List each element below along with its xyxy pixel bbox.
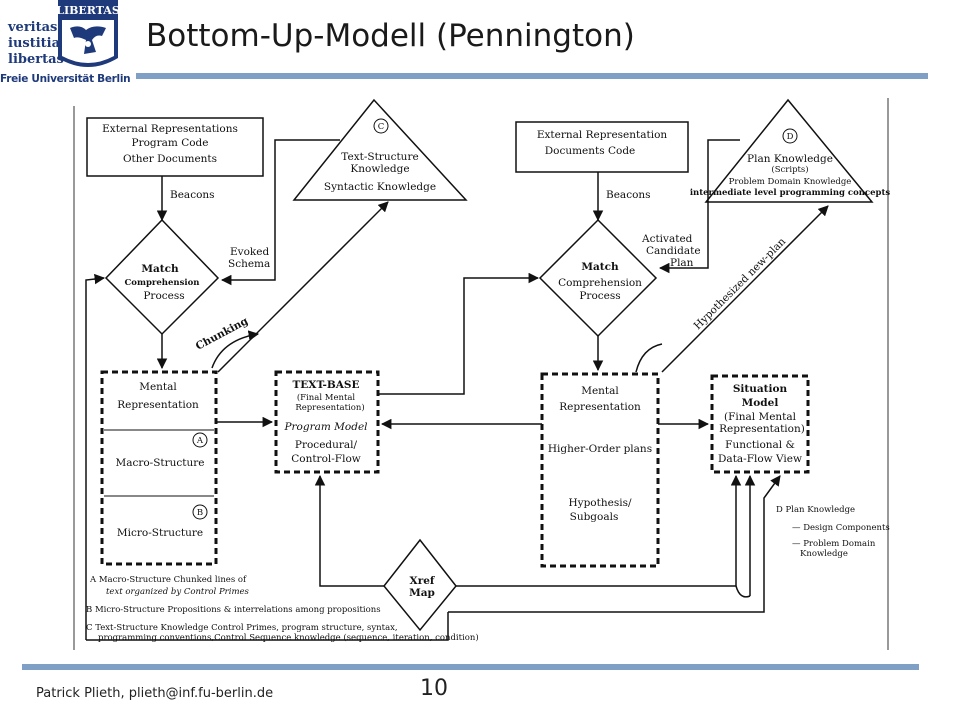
left-ext-rep-line: External Representations xyxy=(102,123,238,135)
legend-bottom-line: A Macro-Structure Chunked lines of xyxy=(89,575,247,585)
textbase-line: TEXT-BASE xyxy=(292,379,359,391)
xref-line: Map xyxy=(409,587,435,599)
logo-word: iustitia xyxy=(8,36,61,51)
page-number: 10 xyxy=(420,676,448,701)
situation-model-box: Situation Model (Final Mental Representa… xyxy=(710,374,810,474)
textbase-line: Procedural/ xyxy=(295,439,358,451)
triangle-d-line: Plan Knowledge xyxy=(747,153,833,165)
left-beacons-label: Beacons xyxy=(170,189,215,201)
right-mental-line: Mental xyxy=(581,385,619,397)
triangle-c-line: Text-Structure xyxy=(341,151,418,163)
legend-right-line: — Problem Domain xyxy=(792,539,876,549)
triangle-c-line: Syntactic Knowledge xyxy=(324,181,436,193)
structure-legend: A Macro-Structure Chunked lines of text … xyxy=(86,575,479,643)
textbase-line: Program Model xyxy=(283,421,367,433)
logo-university-name: Freie Universität Berlin xyxy=(0,73,131,85)
header-divider xyxy=(136,73,928,79)
right-mental-line: Representation xyxy=(559,401,641,413)
right-mental-representation-box: Mental Representation Higher-Order plans… xyxy=(540,372,660,568)
evoked-label: Evoked xyxy=(230,246,269,258)
activated-label: Plan xyxy=(670,257,694,269)
triangle-d-line: (Scripts) xyxy=(771,164,808,175)
macro-structure-label: Macro-Structure xyxy=(115,457,204,469)
left-external-representations-box: External Representations Program Code Ot… xyxy=(86,117,264,177)
university-logo: veritas iustitia libertas LIBERTAS Freie… xyxy=(0,0,131,92)
right-ext-rep-line: Documents Code xyxy=(545,145,636,157)
left-ext-rep-line: Program Code xyxy=(132,137,209,149)
footer-author: Patrick Plieth, plieth@inf.fu-berlin.de xyxy=(36,686,274,701)
text-base-box: TEXT-BASE (Final Mental Representation) … xyxy=(274,370,380,474)
left-ext-rep-line: Other Documents xyxy=(123,153,217,165)
left-mental-representation-box: Mental Representation A Macro-Structure … xyxy=(100,370,218,566)
right-match-diamond: Match Comprehension Process xyxy=(538,218,658,338)
legend-bottom-line: B Micro-Structure Propositions & interre… xyxy=(86,605,381,615)
seal-text: LIBERTAS xyxy=(56,4,120,17)
xref-line: Xref xyxy=(410,575,436,587)
legend-right-line: Knowledge xyxy=(800,549,848,559)
textbase-line: Representation) xyxy=(295,402,364,413)
right-beacons-label: Beacons xyxy=(606,189,651,201)
situation-line: Representation) xyxy=(719,423,805,435)
situation-line: Situation xyxy=(733,383,788,395)
text-structure-knowledge-triangle: C Text-Structure Knowledge Syntactic Kno… xyxy=(292,98,468,201)
logo-word: libertas xyxy=(8,52,64,67)
macro-letter: A xyxy=(196,436,204,446)
plan-knowledge-triangle: D Plan Knowledge (Scripts) Problem Domai… xyxy=(690,98,890,203)
situation-line: Model xyxy=(742,397,779,409)
activated-label: Candidate xyxy=(646,245,701,257)
right-mental-line: Subgoals xyxy=(570,511,619,523)
right-match-line: Process xyxy=(579,290,620,302)
legend-right-line: D Plan Knowledge xyxy=(776,505,855,515)
hypothesized-label: Hypothesized new-plan xyxy=(692,235,789,332)
left-match-line: Process xyxy=(143,290,184,302)
textbase-line: (Final Mental xyxy=(297,392,356,403)
activated-label: Activated xyxy=(641,233,693,245)
situation-line: Data-Flow View xyxy=(718,453,802,465)
left-match-diamond: Match Comprehension Process xyxy=(104,218,220,336)
evoked-label: Schema xyxy=(228,258,270,270)
triangle-c-line: Knowledge xyxy=(350,163,409,175)
pennington-diagram: External Representations Program Code Ot… xyxy=(73,98,890,650)
micro-structure-label: Micro-Structure xyxy=(117,527,203,539)
seal-icon: LIBERTAS xyxy=(56,0,120,67)
triangle-d-letter: D xyxy=(787,132,794,142)
situation-line: (Final Mental xyxy=(724,411,797,423)
page-title: Bottom-Up-Modell (Pennington) xyxy=(146,18,635,54)
right-mental-line: Hypothesis/ xyxy=(569,497,632,509)
triangle-d-line: Problem Domain Knowledge xyxy=(729,177,852,187)
right-mental-line: Higher-Order plans xyxy=(548,443,652,455)
logo-word: veritas xyxy=(8,20,58,35)
legend-right-line: — Design Components xyxy=(792,523,890,533)
right-match-line: Comprehension xyxy=(558,277,642,289)
triangle-d-line: intermediate level programming concepts xyxy=(690,188,890,198)
left-mental-line: Mental xyxy=(139,381,177,393)
left-mental-line: Representation xyxy=(117,399,199,411)
footer-divider xyxy=(22,664,919,670)
left-match-line: Comprehension xyxy=(125,278,200,288)
legend-bottom-line: text organized by Control Primes xyxy=(106,587,250,597)
micro-letter: B xyxy=(197,508,203,518)
legend-bottom-line: programming conventions,Control Sequence… xyxy=(98,632,479,643)
legend-bottom-line: C Text-Structure Knowledge Control Prime… xyxy=(86,623,398,633)
left-match-line: Match xyxy=(141,263,179,275)
right-match-line: Match xyxy=(581,261,619,273)
textbase-line: Control-Flow xyxy=(291,453,361,465)
right-ext-rep-line: External Representation xyxy=(537,129,668,141)
right-external-representation-box: External Representation Documents Code xyxy=(515,121,689,173)
situation-line: Functional & xyxy=(725,439,795,451)
plan-knowledge-legend: D Plan Knowledge — Design Components — P… xyxy=(776,505,890,559)
diagram-frame xyxy=(73,98,889,650)
logo-motto: veritas iustitia libertas xyxy=(8,20,64,68)
xref-map-diamond: Xref Map xyxy=(383,538,457,632)
triangle-c-letter: C xyxy=(378,122,385,132)
